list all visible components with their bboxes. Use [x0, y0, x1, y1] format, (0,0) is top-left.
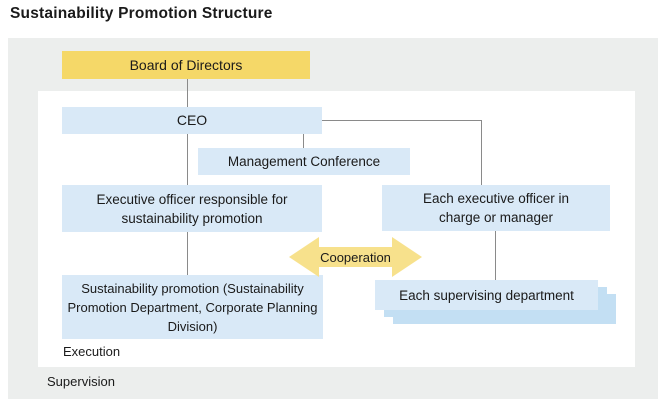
connector-exec-left-to-sustainability-promotion — [187, 232, 188, 275]
ceo-box: CEO — [62, 107, 322, 134]
connector-board-to-ceo — [187, 79, 188, 107]
supervision-label: Supervision — [47, 374, 115, 389]
management-conference-box: Management Conference — [198, 148, 410, 175]
each-supervising-department-box: Each supervising department — [375, 280, 598, 310]
connector-ceo-to-exec-right-vertical — [481, 120, 482, 185]
connector-ceo-to-exec-right-horizontal — [322, 120, 481, 121]
connector-ceo-to-exec-left — [187, 134, 188, 185]
board-of-directors-box: Board of Directors — [62, 51, 310, 79]
execution-label: Execution — [63, 344, 121, 359]
page-title: Sustainability Promotion Structure — [10, 5, 273, 22]
cooperation-label: Cooperation — [320, 249, 391, 265]
sustainability-promotion-box: Sustainability promotion (Sustainability… — [62, 275, 323, 339]
connector-exec-right-to-supervising-department — [495, 231, 496, 280]
connector-ceo-to-management-conference — [303, 134, 304, 148]
each-executive-officer-box: Each executive officer in charge or mana… — [382, 185, 610, 231]
executive-officer-sustainability-box: Executive officer responsible for sustai… — [62, 185, 322, 232]
